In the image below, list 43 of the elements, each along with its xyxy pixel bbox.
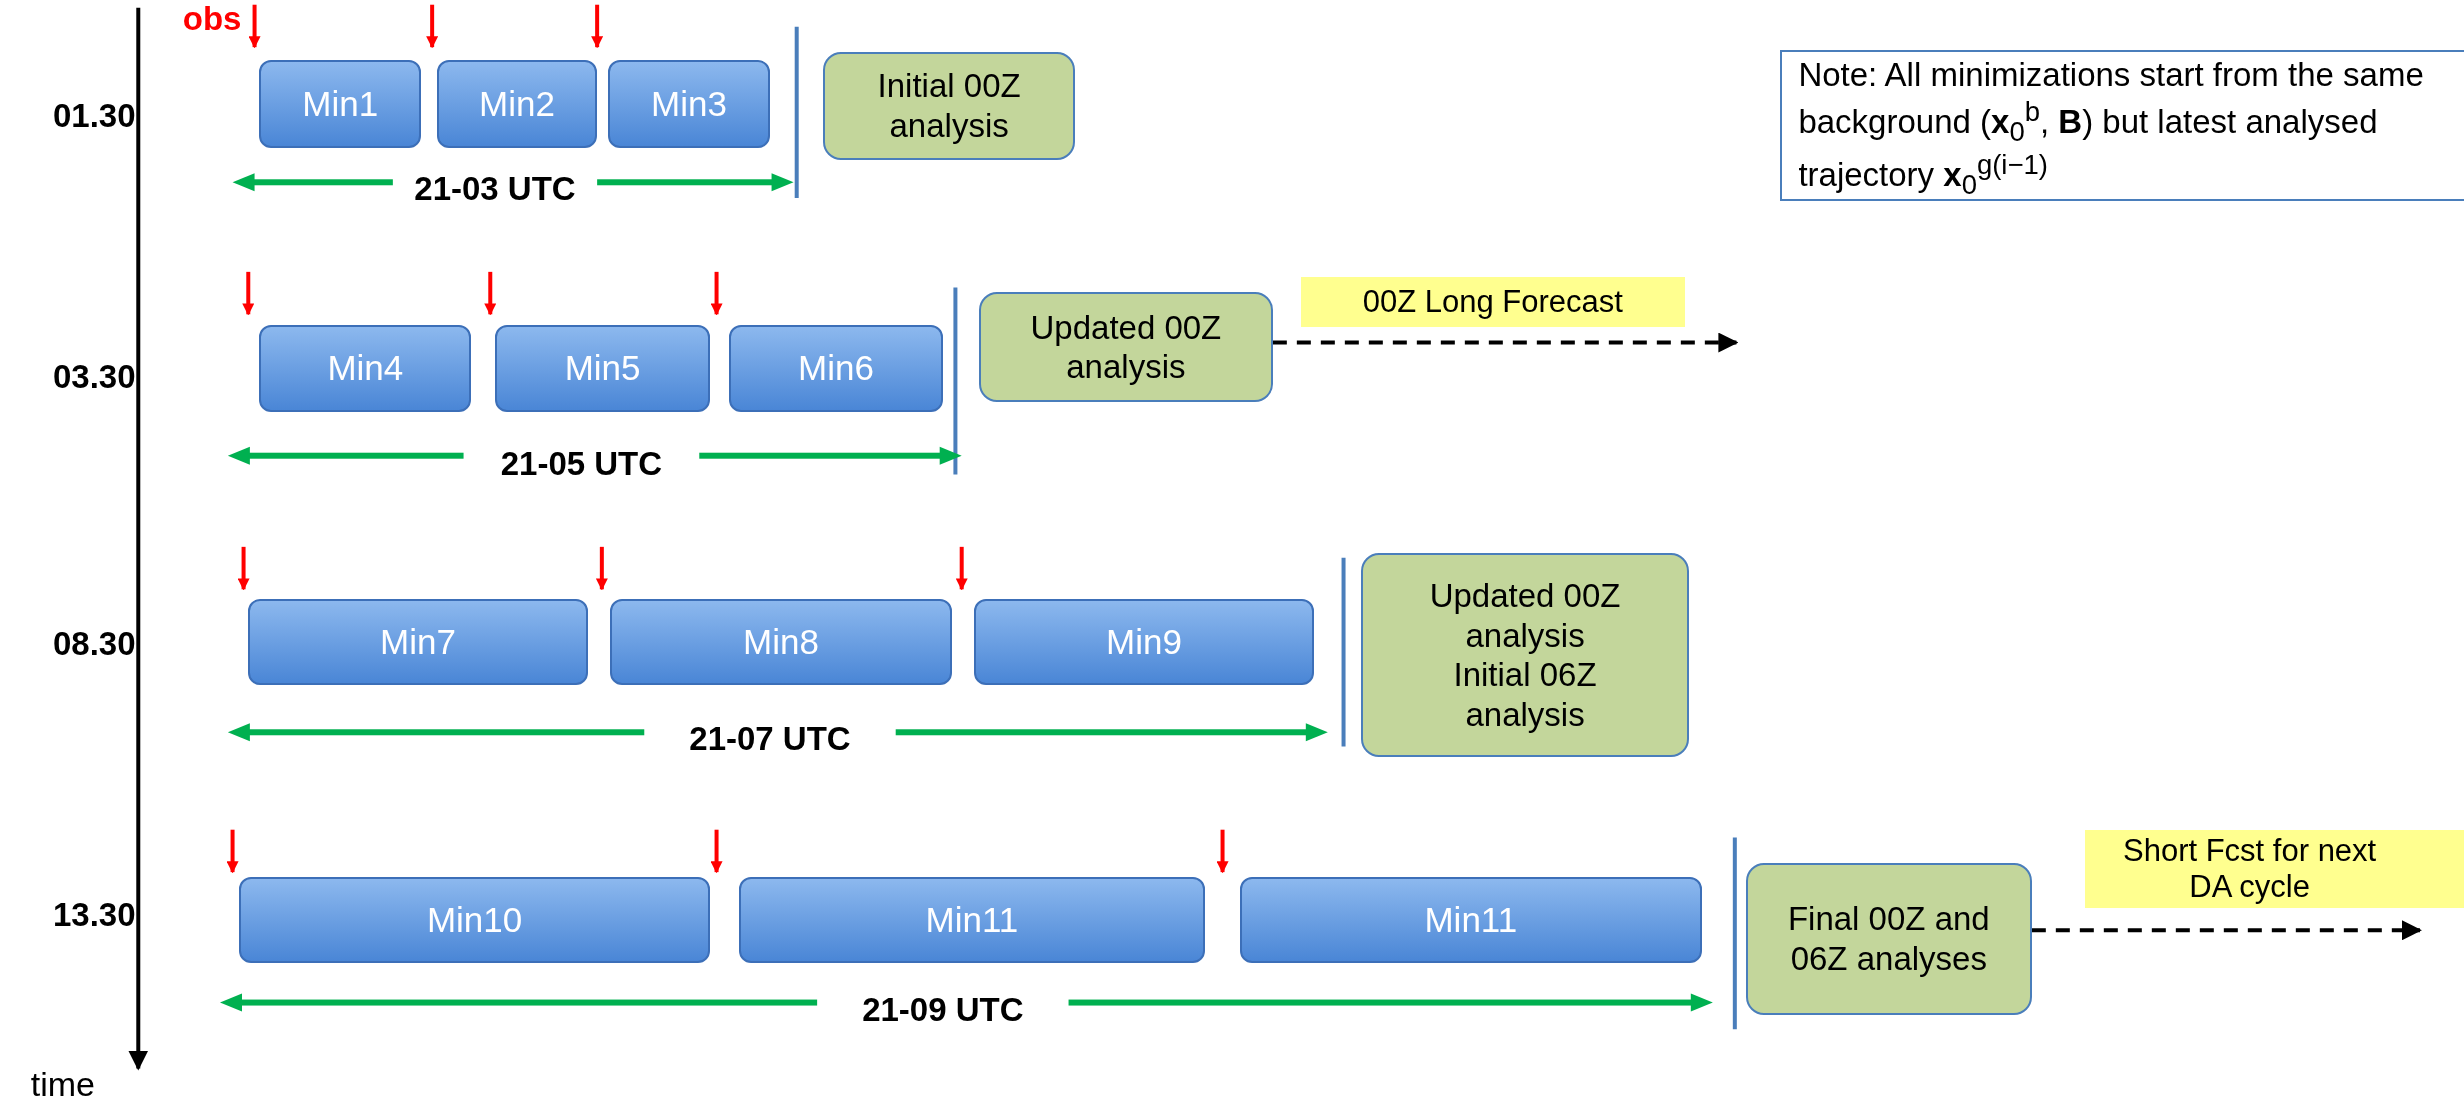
box-label: Initial 06Z analysis [1452, 655, 1598, 735]
box-label: Final 00Z and 06Z analyses [1786, 899, 1991, 979]
axis-label: time [30, 1064, 95, 1103]
analysis-box [1360, 553, 1690, 758]
minimization-box [608, 59, 770, 148]
minimization-box [495, 325, 711, 412]
box-label: Min6 [798, 348, 874, 389]
time-label: 08.30 [53, 625, 136, 664]
minimization-box [238, 876, 711, 964]
box-label: Min9 [1106, 621, 1182, 662]
minimization-box [259, 325, 472, 412]
time-label: 01.30 [53, 97, 136, 136]
box-label: Min10 [426, 900, 523, 941]
box-label: Updated 00Z analysis [1029, 307, 1223, 387]
time-label: 13.30 [53, 895, 136, 934]
minimization-box [259, 59, 422, 148]
box-label: Min8 [743, 621, 819, 662]
time-label: 03.30 [53, 358, 136, 397]
box-label: Min7 [380, 621, 456, 662]
analysis-box [823, 51, 1075, 161]
minimization-box [436, 59, 598, 148]
analysis-box [1745, 862, 2032, 1016]
arrow [2031, 920, 2422, 941]
box-label: Min5 [564, 348, 641, 389]
axis-label: obs [182, 0, 242, 38]
edge-label: Short Fcst for next DA cycle [2085, 829, 2464, 909]
box-label: Initial 00Z analysis [876, 66, 1022, 146]
minimization-box [609, 598, 953, 686]
edge-label: 00Z Long Forecast [1301, 276, 1685, 327]
box-label: Min1 [302, 83, 379, 124]
arrow [1272, 332, 1739, 353]
box-label: Min3 [651, 83, 727, 124]
minimization-box [248, 598, 588, 686]
box-label: Min11 [1424, 900, 1518, 941]
box-label: Updated 00Z analysis [1428, 576, 1622, 656]
minimization-box [729, 325, 943, 412]
minimization-box [1239, 876, 1702, 964]
box-label: Min2 [479, 83, 555, 124]
box-label: Min11 [925, 900, 1019, 941]
analysis-box [978, 292, 1273, 403]
minimization-box [974, 598, 1314, 686]
minimization-box [738, 876, 1206, 964]
box-label: Min4 [327, 348, 404, 389]
